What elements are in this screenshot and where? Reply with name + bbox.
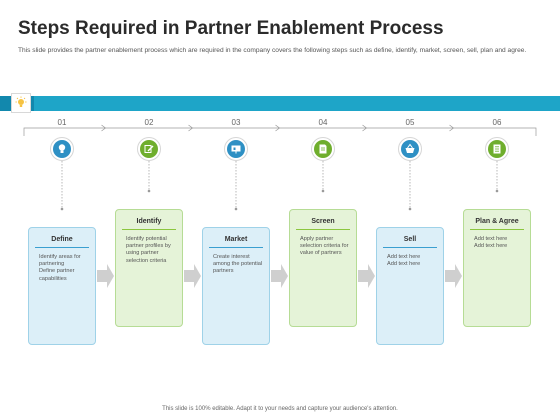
step-card-description: Add text here Add text here <box>387 254 421 268</box>
presentation-icon <box>231 145 241 154</box>
checklist-icon <box>493 144 501 154</box>
step-number: 02 <box>144 118 154 127</box>
track-chevron <box>449 124 455 132</box>
step-card-title: Screen <box>296 218 350 230</box>
track-chevron <box>101 124 107 132</box>
step-card-title: Identify <box>122 218 176 230</box>
step-card-title: Plan & Agree <box>470 218 524 230</box>
document-icon <box>319 144 327 154</box>
track-chevron <box>188 124 194 132</box>
flow-arrow <box>445 264 462 288</box>
step-card-description: Identify areas for partnering Define par… <box>39 254 81 282</box>
step-number: 06 <box>492 118 502 127</box>
header-lightbulb-box <box>11 93 31 113</box>
step-connector-dot <box>408 207 412 211</box>
edit-icon <box>144 145 154 153</box>
track-chevron <box>275 124 281 132</box>
step-icon-circle <box>140 140 158 158</box>
flow-arrow <box>97 264 114 288</box>
step-connector-dot <box>147 189 151 193</box>
step-number: 05 <box>405 118 415 127</box>
step-card-title: Market <box>209 236 263 248</box>
basket-icon <box>405 143 415 153</box>
lightbulb-icon <box>58 144 66 153</box>
lightbulb-icon <box>15 96 27 107</box>
header-band <box>0 96 560 111</box>
page-title: Steps Required in Partner Enablement Pro… <box>18 18 444 39</box>
step-connector-dot <box>321 189 325 193</box>
step-card-description: Add text here Add text here <box>474 236 508 250</box>
step-card-description: Apply partner selection criteria for val… <box>300 236 349 257</box>
flow-arrow <box>358 264 375 288</box>
step-number: 03 <box>231 118 241 127</box>
step-number: 01 <box>57 118 67 127</box>
flow-arrow <box>184 264 201 288</box>
step-connector-dot <box>495 189 499 193</box>
step-connector-dot <box>234 207 238 211</box>
track-chevron <box>362 124 368 132</box>
page-subtitle: This slide provides the partner enableme… <box>18 47 527 54</box>
step-card-description: Create interest among the potential part… <box>213 254 263 275</box>
footer-note: This slide is 100% editable. Adapt it to… <box>162 406 398 412</box>
step-connector-dot <box>60 207 64 211</box>
flow-arrow <box>271 264 288 288</box>
step-card-description: Identify potential partner profiles by u… <box>126 236 171 264</box>
process-track <box>23 127 537 136</box>
step-card-title: Sell <box>383 236 437 248</box>
step-number: 04 <box>318 118 328 127</box>
step-card-title: Define <box>35 236 89 248</box>
